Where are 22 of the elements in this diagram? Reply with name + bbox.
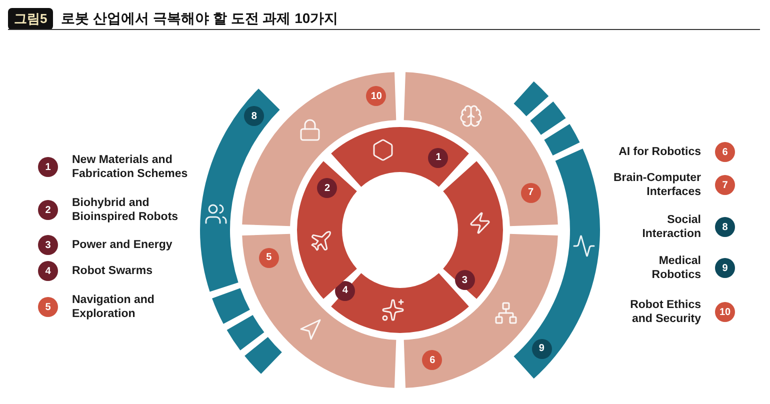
title: 로봇 산업에서 극복해야 할 도전 과제 10가지 xyxy=(61,9,338,28)
item-label: Robot Ethics and Security xyxy=(629,298,701,326)
item-label: Robot Swarms xyxy=(72,264,154,278)
number-badge: 7 xyxy=(715,175,735,195)
number-badge: 2 xyxy=(38,200,58,220)
number-badge: 9 xyxy=(715,258,735,278)
number-badge: 1 xyxy=(38,157,58,177)
item-label: Power and Energy xyxy=(72,238,174,252)
number-badge: 4 xyxy=(38,261,58,281)
item-label: New Materials and Fabrication Schemes xyxy=(72,153,189,181)
item-label: AI for Robotics xyxy=(618,145,701,159)
number-badge: 6 xyxy=(715,142,735,162)
figure-tag: 그림5 xyxy=(8,8,54,30)
number-badge: 5 xyxy=(38,297,58,317)
number-badge: 3 xyxy=(38,235,58,255)
item-label: Medical Robotics xyxy=(650,254,701,282)
item-label: Social Interaction xyxy=(641,213,701,241)
item-label: Brain-Computer Interfaces xyxy=(612,171,701,199)
number-badge: 8 xyxy=(715,217,735,237)
number-badge: 10 xyxy=(715,302,735,322)
item-label: Biohybrid and Bioinspired Robots xyxy=(72,196,180,224)
item-label: Navigation and Exploration xyxy=(72,293,156,321)
